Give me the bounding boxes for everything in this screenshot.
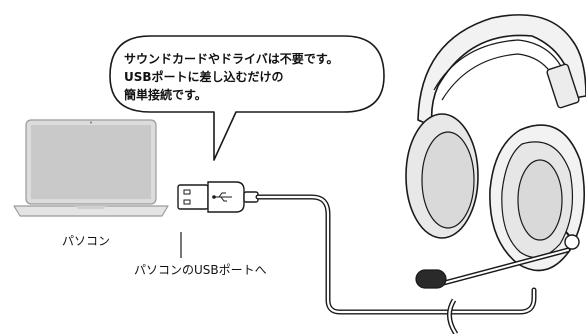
callout-line-1: サウンドカードやドライバは不要です。 — [124, 52, 339, 66]
usb-port-label: パソコンのUSBポートへ — [134, 263, 267, 277]
usb-plug — [177, 181, 259, 213]
callout-text: サウンドカードやドライバは不要です。 USBポートに差し込むだけの 簡単接続です… — [124, 50, 376, 104]
usb-symbol-icon — [212, 192, 232, 202]
callout-line-2: USBポートに差し込むだけの — [124, 70, 284, 84]
callout-line-3: 簡単接続です。 — [124, 88, 207, 102]
speech-bubble — [109, 35, 385, 161]
laptop-illustration — [13, 119, 169, 217]
headset-illustration — [405, 14, 586, 289]
laptop-label: パソコン — [62, 234, 111, 248]
